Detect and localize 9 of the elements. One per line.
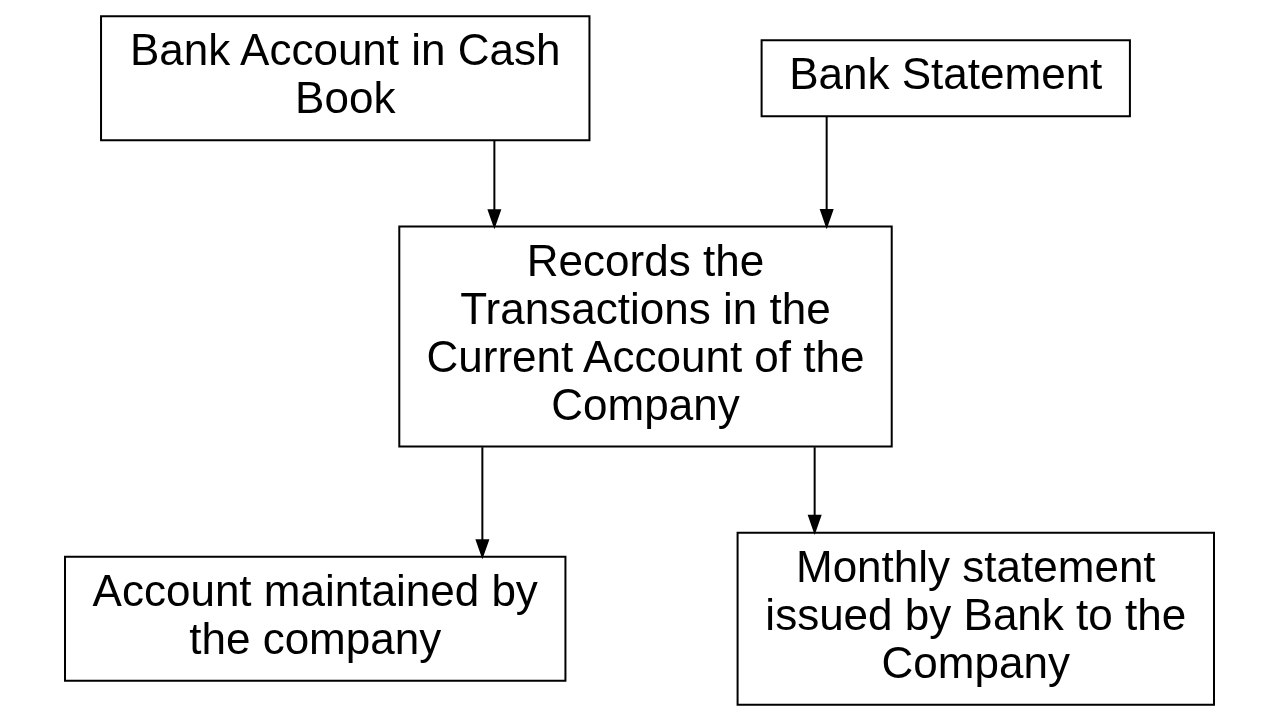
- arrow: [819, 115, 834, 230]
- arrow: [807, 446, 822, 535]
- arrow: [486, 139, 501, 230]
- node-box: Account maintained by the company: [63, 555, 566, 682]
- arrow: [474, 446, 489, 560]
- node-box: Bank Account in Cash Book: [99, 15, 590, 142]
- node-box: Bank Statement: [760, 39, 1131, 118]
- node-box: Records the Transactions in the Current Account of the Company: [397, 225, 893, 448]
- node-box: Monthly statement issued by Bank to the Company: [736, 531, 1215, 706]
